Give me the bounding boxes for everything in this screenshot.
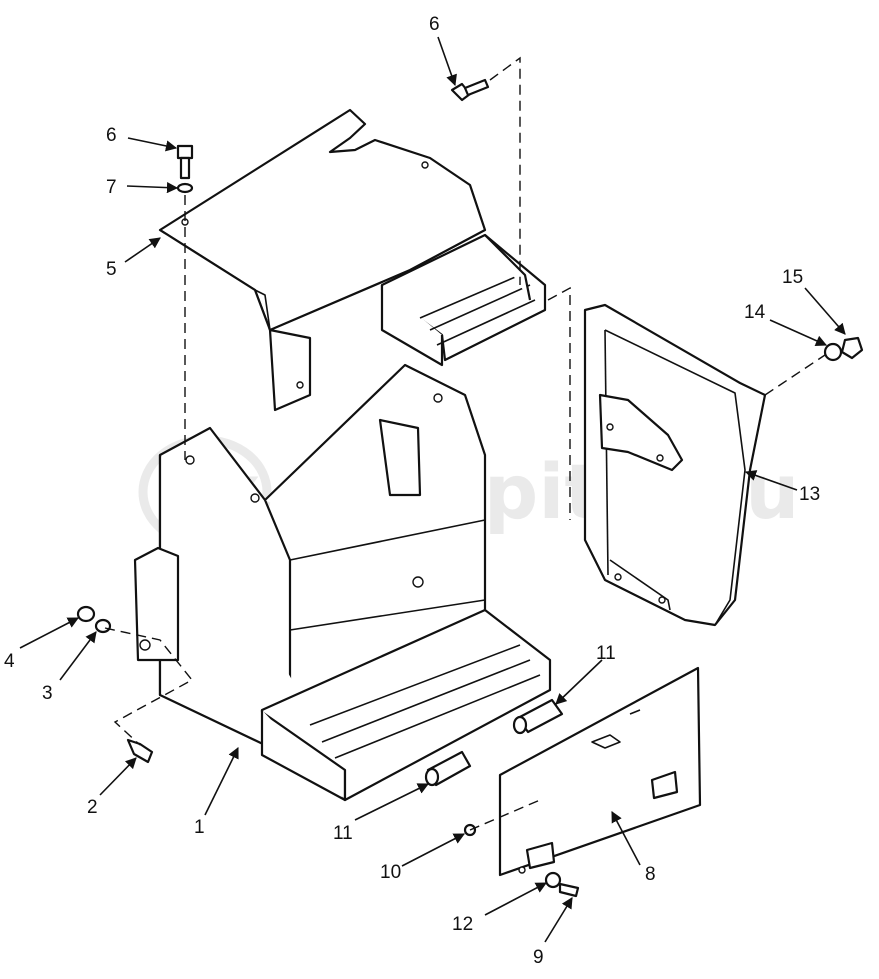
panel-hole <box>614 573 622 581</box>
leader-lines <box>19 36 846 943</box>
callout-3: 3 <box>42 683 53 704</box>
callout-labels: 1 2 3 4 5 6 6 7 8 9 10 11 11 12 13 14 15 <box>4 14 820 968</box>
top-cover-part-5 <box>158 108 487 412</box>
callout-7: 7 <box>106 177 117 198</box>
callout-12: 12 <box>452 914 473 935</box>
panel-hole <box>606 423 614 431</box>
top-cover-hole <box>296 381 304 389</box>
side-panel-part-13 <box>583 303 767 627</box>
callout-4: 4 <box>4 651 15 672</box>
callout-6-left: 6 <box>106 125 117 146</box>
panel-hole <box>656 454 664 462</box>
fasteners <box>76 78 864 898</box>
assembly-lines <box>104 56 826 831</box>
front-cover-part-8 <box>498 666 702 877</box>
housing-hole <box>433 393 443 403</box>
callout-9: 9 <box>533 947 544 968</box>
callout-2: 2 <box>87 797 98 818</box>
callout-14: 14 <box>744 302 766 323</box>
side-bracket <box>133 546 180 662</box>
callout-11-upper: 11 <box>596 643 616 664</box>
bracket-hole <box>139 639 151 651</box>
callout-8: 8 <box>645 864 656 885</box>
lower-tray <box>260 608 552 802</box>
housing-hole <box>250 493 260 503</box>
callout-6-top: 6 <box>429 14 440 35</box>
callout-13: 13 <box>799 484 820 505</box>
plate-hole <box>518 866 526 874</box>
callout-1: 1 <box>194 817 205 838</box>
housing-hole <box>412 576 424 588</box>
callout-15: 15 <box>782 267 803 288</box>
callout-11-lower: 11 <box>333 823 353 844</box>
top-cover-hole <box>421 161 429 169</box>
panel-hole <box>658 596 666 604</box>
callout-10: 10 <box>380 862 401 883</box>
upper-tray <box>380 233 547 367</box>
housing-hole <box>185 455 195 465</box>
callout-5: 5 <box>106 259 117 280</box>
